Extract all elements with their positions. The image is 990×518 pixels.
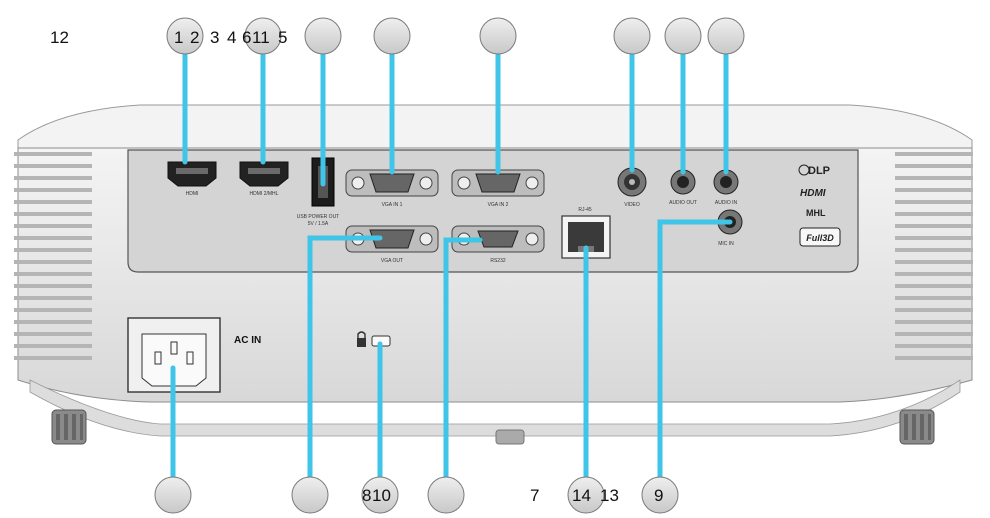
callout-circle-top-4 [373,17,411,55]
callout-number-13: 13 [600,486,619,505]
audio-out-port [670,169,696,195]
callout-circle-top-5 [479,17,517,55]
dlp-logo: DLP [798,164,830,177]
vga-out-port [345,225,439,253]
mic-in-label: MIC IN [718,241,734,247]
usb-power-sublabel: 5V / 1.5A [308,221,329,227]
hdmi-mhl-port [239,161,289,187]
full3d-logo: Full3D [799,227,841,247]
audio-out-label: AUDIO OUT [669,200,697,206]
callout-circle-bottom-1 [154,476,192,514]
callout-circle-bottom-6 [641,476,679,514]
hdmi-logo: HDMI [800,188,826,199]
rs232-label: RS232 [490,258,506,264]
callout-number-labels: 12 1 2 3 4 6 11 5 8 10 7 14 13 9 [50,28,663,505]
callout-number-1: 1 [174,28,183,47]
callout-circle-top-8 [707,17,745,55]
callout-circle-top-7 [664,17,702,55]
lock-icon [357,331,366,347]
audio-in-label: AUDIO IN [715,200,738,206]
callout-lines [170,42,733,491]
ac-in-label: AC IN [234,335,261,346]
dlp-logo-text: DLP [808,165,830,177]
callout-number-5: 5 [278,28,287,47]
callout-number-10: 10 [372,486,391,505]
callout-number-7: 7 [530,486,539,505]
callout-line-9 [657,219,733,491]
callout-circle-top-3 [304,17,342,55]
callout-number-3: 3 [210,28,219,47]
vent-grille-right [895,152,973,360]
io-panel [127,149,859,273]
callout-line-13 [443,237,483,491]
usb-power-label: USB POWER OUT [297,214,340,220]
callout-circles [154,17,745,514]
hdmi-port [167,161,217,187]
adjustable-foot-right [899,409,935,445]
callout-circle-top-1 [166,17,204,55]
callout-number-11: 11 [252,28,270,47]
full3d-logo-text: Full3D [806,233,834,243]
callout-line-11 [307,235,383,491]
callout-circle-bottom-2 [291,476,329,514]
vga-out-label: VGA OUT [381,258,403,264]
vga-in-1-port [345,169,439,197]
vga-in-1-label: VGA IN 1 [382,202,403,208]
callout-number-12: 12 [50,28,69,47]
callout-circle-bottom-5 [567,476,605,514]
video-label: VIDEO [624,202,640,208]
vga-in-2-port [451,169,545,197]
callout-number-6: 6 [242,28,251,47]
foot-small-center [495,429,525,445]
callout-number-14: 14 [572,486,591,505]
callout-circle-bottom-3 [361,476,399,514]
callout-circle-top-2 [244,17,282,55]
callout-number-2: 2 [190,28,199,47]
rj45-label: RJ-45 [578,207,592,213]
callout-number-8: 8 [362,486,371,505]
callout-number-4: 4 [227,28,236,47]
rs232-port [451,225,545,253]
vent-grille-left [14,152,92,360]
adjustable-foot-left [51,409,87,445]
callout-circle-top-6 [613,17,651,55]
video-port [617,167,647,197]
callout-number-9: 9 [654,486,663,505]
hdmi-port-label: HDMI [186,191,199,197]
audio-in-port [713,169,739,195]
vga-in-2-label: VGA IN 2 [488,202,509,208]
hdmi-mhl-port-label: HDMI 2/MHL [250,191,279,197]
callout-circle-bottom-4 [427,476,465,514]
mhl-logo: MHL [806,208,826,218]
